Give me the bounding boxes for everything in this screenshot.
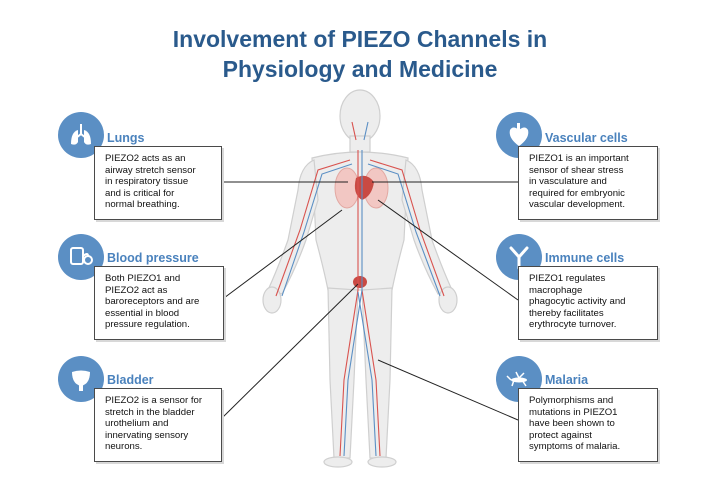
malaria-title: Malaria bbox=[545, 373, 589, 387]
page-title: Involvement of PIEZO Channels in Physiol… bbox=[172, 26, 548, 82]
blood-pressure-description-box: Both PIEZO1 and PIEZO2 act as barorecept… bbox=[94, 266, 224, 340]
lungs-description-box: PIEZO2 acts as an airway stretch sensor … bbox=[94, 146, 222, 220]
immune-cells-description-box: PIEZO1 regulates macrophage phagocytic a… bbox=[518, 266, 658, 340]
vascular-cells-description: PIEZO1 is an important sensor of shear s… bbox=[529, 153, 629, 210]
bladder-description: PIEZO2 is a sensor for stretch in the bl… bbox=[105, 395, 203, 452]
vascular-cells-description-box: PIEZO1 is an important sensor of shear s… bbox=[518, 146, 658, 220]
bladder-title: Bladder bbox=[107, 373, 154, 387]
malaria-description: Polymorphisms and mutations in PIEZO1 ha… bbox=[529, 395, 621, 452]
blood-pressure-description: Both PIEZO1 and PIEZO2 act as barorecept… bbox=[105, 273, 200, 330]
lungs-title: Lungs bbox=[107, 131, 145, 145]
bladder-description-box: PIEZO2 is a sensor for stretch in the bl… bbox=[94, 388, 222, 462]
immune-cells-title: Immune cells bbox=[545, 251, 625, 265]
immune-cells-description: PIEZO1 regulates macrophage phagocytic a… bbox=[529, 273, 626, 330]
malaria-description-box: Polymorphisms and mutations in PIEZO1 ha… bbox=[518, 388, 658, 462]
vascular-cells-title: Vascular cells bbox=[545, 131, 628, 145]
blood-pressure-title: Blood pressure bbox=[107, 251, 199, 265]
lungs-description: PIEZO2 acts as an airway stretch sensor … bbox=[105, 153, 196, 210]
